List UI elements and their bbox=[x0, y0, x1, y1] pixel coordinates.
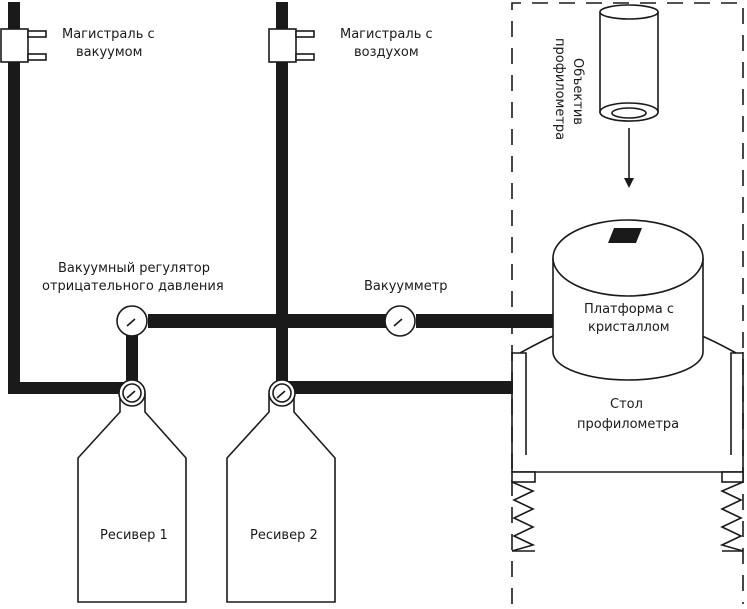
right-spring-icon bbox=[719, 481, 744, 552]
arrow-head-icon bbox=[624, 178, 634, 188]
vacuum-main-pipe bbox=[8, 2, 20, 394]
receiver-2 bbox=[226, 379, 336, 603]
profilometer-objective bbox=[599, 4, 659, 122]
crystal-platform bbox=[552, 219, 704, 381]
crystal-icon bbox=[608, 228, 642, 243]
receiver-2-label: Ресивер 2 bbox=[250, 528, 318, 543]
objective-label-line2: профилометра bbox=[552, 38, 567, 140]
objective-label-line1: Объектив bbox=[570, 58, 585, 125]
gauge-to-platform-pipe bbox=[416, 314, 554, 328]
platform-label-line1: Платформа с bbox=[584, 302, 674, 317]
vacuum-main-label-line2: вакуумом bbox=[76, 45, 142, 60]
regulator-label-line2: отрицательного давления bbox=[42, 279, 224, 294]
receiver-1-label: Ресивер 1 bbox=[100, 528, 168, 543]
table-label-line2: профилометра bbox=[577, 417, 679, 432]
regulator-to-gauge-pipe bbox=[148, 314, 386, 328]
table-label-line1: Стол bbox=[610, 397, 643, 412]
left-spring-icon bbox=[511, 481, 536, 552]
vacuum-main-connector bbox=[0, 28, 47, 63]
vacuum-gauge-icon bbox=[384, 305, 416, 337]
regulator-to-receiver1-pipe bbox=[126, 322, 138, 384]
profilometer-table bbox=[511, 335, 744, 552]
air-main-connector bbox=[268, 28, 315, 63]
profilometer-enclosure bbox=[511, 2, 744, 604]
regulator-label-line1: Вакуумный регулятор bbox=[58, 261, 210, 276]
air-main-pipe-upper bbox=[276, 2, 288, 314]
vacuum-to-receiver1-pipe bbox=[8, 382, 132, 394]
air-main-label-line2: воздухом bbox=[354, 45, 419, 60]
air-main-label-line1: Магистраль с bbox=[340, 27, 433, 42]
receiver-1 bbox=[77, 379, 187, 603]
regulator-gauge-icon bbox=[116, 305, 148, 337]
platform-label-line2: кристаллом bbox=[588, 320, 670, 335]
vacuum-gauge-label: Вакуумметр bbox=[364, 279, 448, 294]
receiver2-to-table-pipe bbox=[288, 381, 513, 394]
air-main-pipe-lower bbox=[276, 328, 288, 384]
vacuum-main-label-line1: Магистраль с bbox=[62, 27, 155, 42]
